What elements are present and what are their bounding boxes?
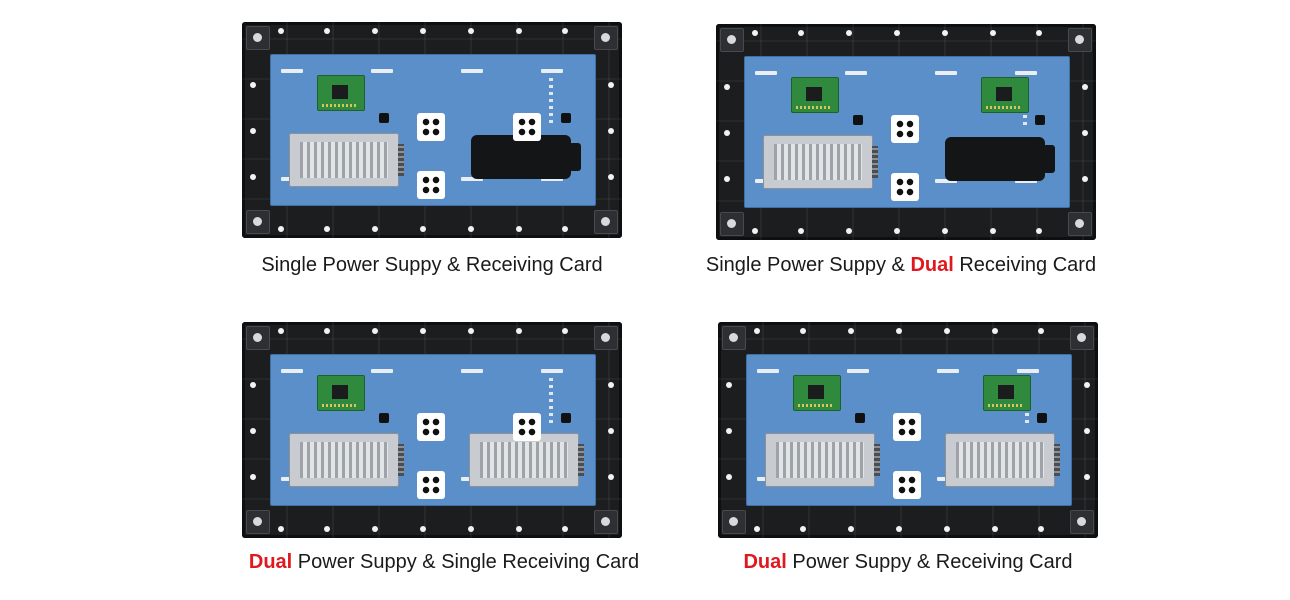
magnet-mount <box>417 113 445 141</box>
caption-text: Single Power Suppy & Receiving Card <box>261 254 603 276</box>
caption-single-psu-dual-card: Single Power Suppy & Dual Receiving Card <box>641 254 1161 277</box>
corner-lock <box>594 210 618 234</box>
hub-board <box>746 354 1072 506</box>
caption-accent: Dual <box>743 551 787 573</box>
corner-lock <box>720 28 744 52</box>
corner-lock <box>722 510 746 534</box>
magnet-mount <box>417 471 445 499</box>
corner-lock <box>1070 326 1094 350</box>
empty-psu-slot <box>945 137 1055 181</box>
corner-lock <box>722 326 746 350</box>
magnet-mount <box>893 471 921 499</box>
power-supply <box>469 433 584 487</box>
caption-dual-psu-dual-card: Dual Power Suppy & Receiving Card <box>648 551 1168 574</box>
receiving-card <box>791 77 839 113</box>
caption-text-after: Receiving Card <box>953 254 1097 276</box>
magnet-mount <box>891 115 919 143</box>
magnet-mount <box>513 113 541 141</box>
receiving-card <box>793 375 841 411</box>
caption-dual-psu-single-card: Dual Power Suppy & Single Receiving Card <box>184 551 704 574</box>
receiving-card <box>983 375 1031 411</box>
corner-lock <box>1070 510 1094 534</box>
caption-text-after: Power Suppy & Receiving Card <box>786 551 1073 573</box>
corner-lock <box>246 210 270 234</box>
magnet-mount <box>417 171 445 199</box>
corner-lock <box>1068 28 1092 52</box>
receiving-card <box>981 77 1029 113</box>
receiving-card <box>317 75 365 111</box>
power-supply <box>945 433 1060 487</box>
receiving-card <box>317 375 365 411</box>
cabinet-image-single-psu-single-card <box>242 22 622 238</box>
power-supply <box>765 433 880 487</box>
caption-text-before: Single Power Suppy & <box>705 254 911 276</box>
corner-lock <box>594 510 618 534</box>
hub-board <box>270 54 596 206</box>
power-supply <box>763 135 878 189</box>
corner-lock <box>1068 212 1092 236</box>
empty-psu-slot <box>471 135 581 179</box>
corner-lock <box>246 326 270 350</box>
magnet-mount <box>417 413 445 441</box>
caption-text-after: Power Suppy & Single Receiving Card <box>292 551 640 573</box>
hub-board <box>270 354 596 506</box>
caption-accent: Dual <box>248 551 293 573</box>
corner-lock <box>246 26 270 50</box>
corner-lock <box>720 212 744 236</box>
magnet-mount <box>893 413 921 441</box>
corner-lock <box>246 510 270 534</box>
caption-single-psu-single-card: Single Power Suppy & Receiving Card <box>172 254 692 277</box>
cabinet-image-dual-psu-dual-card <box>718 322 1098 538</box>
power-supply <box>289 433 404 487</box>
hub-board <box>744 56 1070 208</box>
corner-lock <box>594 26 618 50</box>
magnet-mount <box>513 413 541 441</box>
caption-accent: Dual <box>910 254 954 276</box>
magnet-mount <box>891 173 919 201</box>
cabinet-image-dual-psu-single-card <box>242 322 622 538</box>
cabinet-image-single-psu-dual-card <box>716 24 1096 240</box>
corner-lock <box>594 326 618 350</box>
power-supply <box>289 133 404 187</box>
